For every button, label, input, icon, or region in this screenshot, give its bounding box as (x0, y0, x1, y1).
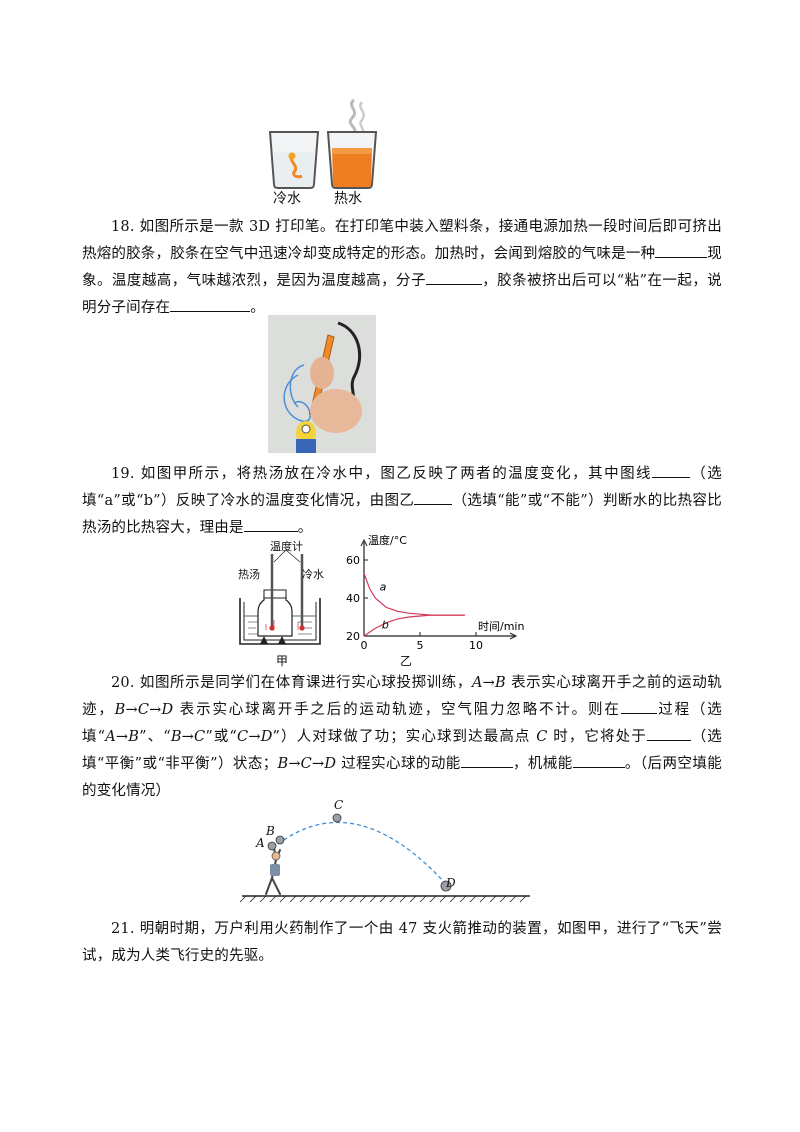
q18-blank-2[interactable] (425, 270, 482, 285)
q20-opt-1: A→B (105, 729, 140, 745)
q18-blank-3[interactable] (170, 297, 251, 312)
q20-text-7: ”）人对球做了功；实心球到达最高点 (272, 729, 537, 745)
3d-pen-photo (268, 315, 376, 453)
question-20: 20. 如图所示是同学们在体育课进行实心球投掷训练，A→B 表示实心球离开手之前… (82, 670, 722, 805)
shot-put-trajectory (239, 813, 530, 903)
q20-text-11: ，机械能 (512, 756, 573, 772)
temperature-chart: 温度/°C 时间/min 20 40 60 0 5 10 a b (346, 533, 524, 652)
q20-text-4: 过程（选填“ (82, 702, 722, 745)
series-label-a: a (380, 580, 387, 593)
q20-text-3: 表示实心球离开手之后的运动轨迹，空气阻力忽略不计。则在 (173, 702, 621, 718)
caption-jia: 甲 (276, 654, 289, 668)
label-point-d: D (446, 876, 456, 890)
y-axis-arrow (360, 538, 368, 547)
q20-text-6: ”或“ (205, 729, 238, 745)
q18-blank-1[interactable] (655, 243, 708, 258)
figure-jia: 温度计 热汤 冷水 甲 (236, 540, 326, 670)
x-axis-arrow (509, 632, 518, 640)
throw-figure: A B C D (236, 798, 536, 904)
label-point-c: C (334, 798, 344, 812)
caption-cold-water: 冷水 (273, 191, 301, 207)
3d-pen-illustration (268, 315, 376, 453)
q20-seg-bcd: B→C→D (114, 702, 174, 718)
label-thermometer: 温度计 (270, 540, 303, 553)
x-axis-label: 时间/min (478, 620, 524, 633)
q20-text-2: 表示实心球离开手之前的运动轨迹， (82, 675, 723, 718)
question-19: 19. 如图甲所示，将热汤放在冷水中，图乙反映了两者的温度变化，其中图线（选填“… (82, 461, 722, 542)
y-tick-label: 60 (346, 554, 360, 567)
q19-blank-2[interactable] (414, 490, 453, 505)
x-tick-label: 5 (417, 639, 424, 652)
q18-text-4: 。 (250, 300, 265, 316)
q19-text-4: 。 (297, 520, 313, 536)
q21-text: 21. 明朝时期，万户利用火药制作了一个由 47 支火箭推动的装置，如图甲，进行… (82, 921, 722, 964)
q20-opt-2: B→C (170, 729, 206, 745)
series-line-b (363, 614, 465, 637)
q19-blank-1[interactable] (652, 463, 691, 478)
beaker-figure: 冷水 热水 (262, 92, 392, 208)
q20-blank-2[interactable] (646, 726, 691, 741)
beaker-illustration (268, 98, 378, 189)
q20-text-9: （选填“平衡”或“非平衡”）状态； (82, 729, 722, 772)
q20-text-12: 。（后两空填能的变化情况） (82, 756, 722, 799)
series-label-b: b (382, 618, 389, 631)
q20-text-10: 过程实心球的动能 (336, 756, 461, 772)
q20-text-5: ”、“ (139, 729, 171, 745)
q20-blank-4[interactable] (572, 753, 625, 768)
label-point-a: A (256, 836, 265, 850)
label-point-b: B (266, 824, 275, 838)
q20-seg-bcd-2: B→C→D (277, 756, 337, 772)
q20-point-c: C (536, 729, 548, 745)
q20-text-1: 20. 如图所示是同学们在体育课进行实心球投掷训练， (111, 675, 472, 691)
caption-yi: 乙 (400, 654, 413, 668)
q20-seg-ab: A→B (471, 675, 506, 691)
q20-blank-3[interactable] (460, 753, 513, 768)
q18-text-1: 18. 如图所示是一款 3D 打印笔。在打印笔中装入塑料条，接通电源加热一段时间… (82, 219, 722, 262)
soup-in-water-diagram (239, 549, 321, 645)
question-18: 18. 如图所示是一款 3D 打印笔。在打印笔中装入塑料条，接通电源加热一段时间… (82, 214, 722, 322)
q18-text-2: 现象。温度越高，气味越浓烈，是因为温度越高，分子 (82, 246, 722, 289)
q20-blank-1[interactable] (620, 699, 657, 714)
x-tick-label: 0 (361, 639, 368, 652)
q20-opt-3: C→D (237, 729, 273, 745)
y-axis-label: 温度/°C (368, 533, 407, 547)
label-hot-soup: 热汤 (238, 568, 260, 581)
q19-text-1: 19. 如图甲所示，将热汤放在冷水中，图乙反映了两者的温度变化，其中图线 (111, 466, 653, 482)
y-tick-label: 20 (346, 630, 360, 643)
label-cold-water: 冷水 (302, 568, 324, 581)
q19-text-2: （选填“a”或“b”）反映了冷水的温度变化情况，由图乙 (82, 466, 722, 509)
q19-blank-3[interactable] (243, 517, 298, 532)
q18-text-3: ，胶条被挤出后可以“粘”在一起，说明分子间存在 (82, 273, 722, 316)
q20-text-8: 时，它将处于 (547, 729, 647, 745)
figure-yi: 温度/°C 时间/min 20 40 60 0 5 10 a b 乙 (340, 532, 530, 670)
question-21: 21. 明朝时期，万户利用火药制作了一个由 47 支火箭推动的装置，如图甲，进行… (82, 916, 722, 970)
y-tick-label: 40 (346, 592, 360, 605)
q19-text-3: （选填“能”或“不能”）判断水的比热容比热汤的比热容大，理由是 (82, 493, 722, 536)
x-tick-label: 10 (469, 639, 483, 652)
caption-hot-water: 热水 (334, 191, 362, 207)
